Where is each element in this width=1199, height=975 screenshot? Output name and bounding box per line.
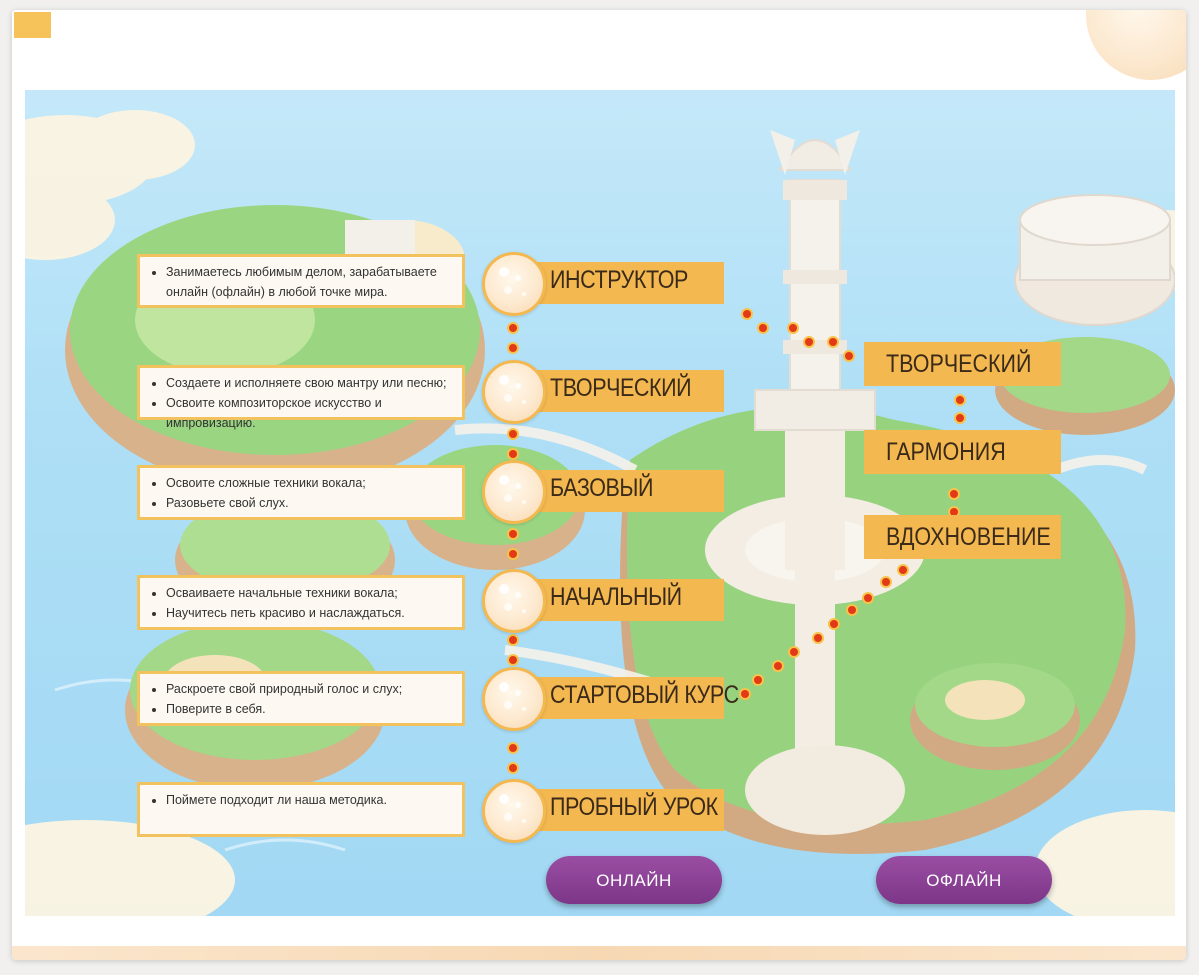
path-dot [759, 324, 767, 332]
level-basic[interactable]: БАЗОВЫЙ [482, 460, 730, 524]
level-bar [518, 370, 724, 412]
level-label: ИНСТРУКТОР [550, 266, 688, 294]
level-label: ТВОРЧЕСКИЙ [886, 350, 1032, 378]
path-dot [509, 430, 517, 438]
path-dot [509, 764, 517, 772]
corner-tab [14, 12, 51, 38]
level-beginner[interactable]: НАЧАЛЬНЫЙ [482, 569, 730, 633]
path-dot [950, 508, 958, 516]
level-creative[interactable]: ТВОРЧЕСКИЙ [482, 360, 730, 424]
path-dot [509, 550, 517, 558]
path-dot [509, 344, 517, 352]
path-dot [509, 530, 517, 538]
path-dot [774, 662, 782, 670]
path-dot [509, 324, 517, 332]
level-label: ГАРМОНИЯ [886, 438, 1006, 466]
path-dot [805, 338, 813, 346]
offline-level-inspiration[interactable]: ВДОХНОВЕНИЕ [864, 515, 1061, 559]
level-bar [518, 677, 724, 719]
level-info-beginner: Осваиваете начальные техники вокала; Нау… [137, 575, 465, 630]
level-starter[interactable]: СТАРТОВЫЙ КУРС [482, 667, 739, 731]
level-label: ПРОБНЫЙ УРОК [550, 793, 718, 821]
bottom-band [12, 946, 1186, 960]
path-dot [754, 676, 762, 684]
path-dot [956, 396, 964, 404]
path-dot [789, 324, 797, 332]
level-info-creative: Создаете и исполняете свою мантру или пе… [137, 365, 465, 430]
path-dot [790, 648, 798, 656]
level-info-instructor: Занимаетесь любимым делом, зарабатываете… [137, 254, 465, 308]
level-instructor[interactable]: ИНСТРУКТОР [482, 252, 730, 316]
online-button[interactable]: ОНЛАЙН [546, 856, 722, 904]
level-bar [518, 470, 724, 512]
info-bullet: Занимаетесь любимым делом, зарабатываете… [166, 262, 452, 302]
offline-level-harmony[interactable]: ГАРМОНИЯ [864, 430, 1061, 474]
path-dot [509, 636, 517, 644]
level-info-basic: Освоите сложные техники вокала; Разовьет… [137, 465, 465, 520]
page-frame: Занимаетесь любимым делом, зарабатываете… [12, 10, 1186, 960]
moon-icon [482, 252, 546, 316]
moon-icon [482, 460, 546, 524]
path-dot [845, 352, 853, 360]
path-dot [743, 310, 751, 318]
path-dot [830, 620, 838, 628]
path-dot [509, 450, 517, 458]
info-bullet: Создаете и исполняете свою мантру или пе… [166, 373, 452, 393]
moon-decoration [1086, 10, 1186, 80]
path-dot [509, 656, 517, 664]
info-bullet: Поверите в себя. [166, 699, 452, 719]
info-bullet: Раскроете свой природный голос и слух; [166, 679, 452, 699]
path-dot [950, 490, 958, 498]
moon-icon [482, 569, 546, 633]
info-bullet: Освоите композиторское искусство и импро… [166, 393, 452, 433]
moon-icon [482, 667, 546, 731]
level-bar [518, 579, 724, 621]
level-label: НАЧАЛЬНЫЙ [550, 583, 682, 611]
level-info-trial: Поймете подходит ли наша методика. [137, 782, 465, 837]
info-bullet: Поймете подходит ли наша методика. [166, 790, 452, 810]
offline-button[interactable]: ОФЛАЙН [876, 856, 1052, 904]
info-bullet: Освоите сложные техники вокала; [166, 473, 452, 493]
path-dot [509, 744, 517, 752]
level-label: СТАРТОВЫЙ КУРС [550, 681, 739, 709]
path-dot [848, 606, 856, 614]
level-bar [518, 262, 724, 304]
level-bar [518, 789, 724, 831]
info-bullet: Разовьете свой слух. [166, 493, 452, 513]
level-info-starter: Раскроете свой природный голос и слух; П… [137, 671, 465, 726]
level-label: ВДОХНОВЕНИЕ [886, 523, 1051, 551]
level-trial[interactable]: ПРОБНЫЙ УРОК [482, 779, 730, 843]
path-dot [882, 578, 890, 586]
info-bullet: Научитесь петь красиво и наслаждаться. [166, 603, 452, 623]
level-label: БАЗОВЫЙ [550, 474, 654, 502]
info-bullet: Осваиваете начальные техники вокала; [166, 583, 452, 603]
moon-icon [482, 779, 546, 843]
path-dot [814, 634, 822, 642]
moon-icon [482, 360, 546, 424]
path-dot [899, 566, 907, 574]
path-dot [864, 594, 872, 602]
offline-level-creative[interactable]: ТВОРЧЕСКИЙ [864, 342, 1061, 386]
path-dot [956, 414, 964, 422]
path-dot [829, 338, 837, 346]
level-label: ТВОРЧЕСКИЙ [550, 374, 692, 402]
path-dot [741, 690, 749, 698]
